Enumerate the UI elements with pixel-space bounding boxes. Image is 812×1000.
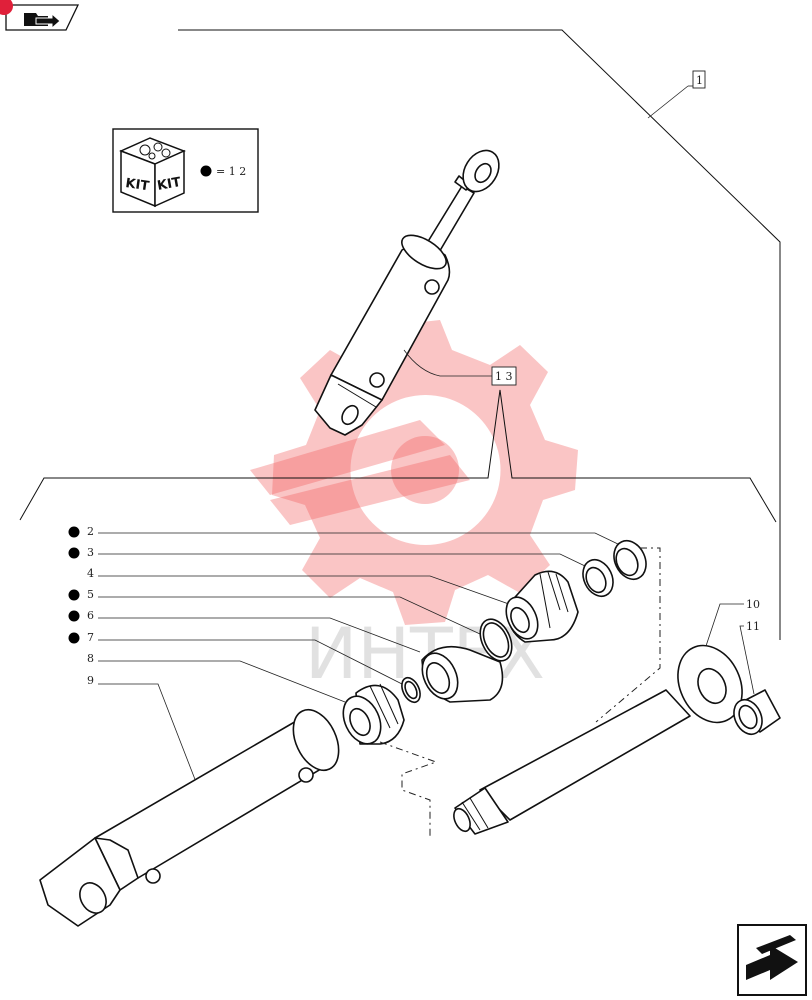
bushing-6	[421, 645, 504, 703]
cylinder-barrel-9	[39, 708, 340, 927]
watermark-logo	[250, 320, 578, 625]
kit-quantity: = 1 2	[216, 165, 246, 178]
callout-1: 1	[696, 74, 703, 87]
callout-13: 1 3	[495, 370, 513, 383]
svg-text:5: 5	[87, 588, 94, 601]
bushing-11	[733, 689, 781, 736]
svg-text:KIT: KIT	[124, 176, 150, 194]
top-nav-button[interactable]	[5, 4, 80, 31]
gland-nut-4	[505, 570, 579, 643]
folder-arrow-icon	[24, 12, 61, 30]
svg-text:4: 4	[87, 567, 94, 580]
status-badge	[0, 0, 13, 15]
seal-ring-2	[613, 539, 647, 581]
next-page-button[interactable]	[737, 924, 807, 996]
piston-rod-10	[453, 644, 743, 835]
assembly-bracket: 1	[178, 29, 781, 640]
svg-text:10: 10	[746, 598, 760, 611]
seal-marker-dot	[200, 165, 212, 177]
next-page-arrow-icon	[746, 935, 798, 980]
svg-text:8: 8	[87, 652, 94, 665]
svg-text:KIT: KIT	[156, 175, 182, 194]
svg-text:11: 11	[746, 620, 760, 633]
kit-box-icon: KIT KIT	[119, 137, 186, 208]
part-labels: 2 3 4 5 6 7 8 9 10 11	[68, 525, 760, 783]
o-ring-5	[479, 618, 513, 662]
piston-8	[342, 683, 405, 745]
svg-text:2: 2	[87, 525, 94, 538]
seal-ring-3	[582, 558, 614, 598]
cylinder-assembly-preview	[314, 149, 500, 436]
svg-text:3: 3	[87, 546, 94, 559]
svg-text:9: 9	[87, 674, 94, 687]
svg-text:6: 6	[87, 609, 94, 622]
o-ring-7	[401, 676, 421, 704]
svg-text:7: 7	[87, 631, 94, 644]
callout-13-group: 1 3	[19, 349, 777, 523]
kit-legend: KIT KIT = 1 2	[112, 128, 259, 213]
